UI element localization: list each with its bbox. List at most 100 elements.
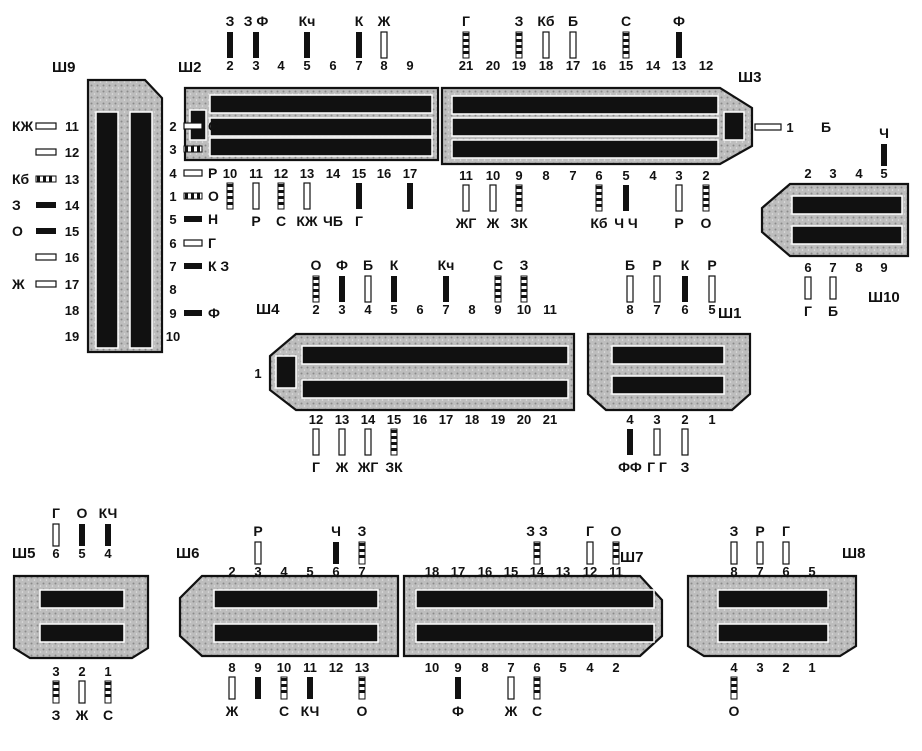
sh2-pin-10-wire xyxy=(226,182,234,210)
sh9-pin-7-number: 7 xyxy=(169,259,176,274)
sh4-label: Ш4 xyxy=(256,301,280,318)
sh4-pin-10-color: З xyxy=(520,257,529,273)
sh8-pin-6-color: Г xyxy=(782,523,790,539)
sh2-pin-5-wire xyxy=(304,32,310,58)
sh2-pin-2-color: З xyxy=(226,13,235,29)
sh4-pin-18-number: 18 xyxy=(465,412,479,427)
sh6-contact-bar-2 xyxy=(213,623,379,643)
sh4-contact-bar-2 xyxy=(301,379,569,399)
sh7-pin-6-wire xyxy=(533,676,541,700)
sh7-pin-7-color: Ж xyxy=(504,703,518,719)
sh1-pin-8-wire xyxy=(626,275,634,303)
sh7-pin-6-number: 6 xyxy=(533,660,540,675)
sh8-pin-7-color: Р xyxy=(755,523,764,539)
sh9-pin-8-number: 8 xyxy=(169,282,176,297)
sh3-pin-3-wire xyxy=(675,184,683,212)
sh6-pin-13-number: 13 xyxy=(355,660,369,675)
sh6-pin-9-wire xyxy=(255,677,261,699)
sh6-pin-3-wire xyxy=(254,541,262,565)
sh7-pin-12-wire xyxy=(586,541,594,565)
sh5-pin-3-number: 3 xyxy=(52,664,59,679)
sh4-pin-2-color: О xyxy=(311,257,322,273)
sh7-contact-bar-2 xyxy=(415,623,655,643)
sh7-pin-4-number: 4 xyxy=(586,660,594,675)
sh9-pin-4-wire xyxy=(183,169,203,177)
sh9-pin-4-color: Р xyxy=(208,165,217,181)
sh6-label: Ш6 xyxy=(176,545,199,562)
sh3-pin-1-wire xyxy=(754,123,782,131)
sh3-contact-bar-3 xyxy=(451,139,719,159)
sh2-label: Ш2 xyxy=(178,59,201,76)
sh9-pin-7-color: К З xyxy=(208,258,229,274)
sh2-pin-7-wire xyxy=(356,32,362,58)
sh10-contact-bar-2 xyxy=(791,225,903,245)
sh5-pin-5-color: О xyxy=(77,505,88,521)
sh3-pin-14-number: 14 xyxy=(646,58,661,73)
sh1-contact-bar-2 xyxy=(611,375,725,395)
sh10-pin-2-number: 2 xyxy=(804,166,811,181)
sh1-pin-7-number: 7 xyxy=(653,302,660,317)
sh2-pin-13-number: 13 xyxy=(300,166,314,181)
sh4-pin-2-number: 2 xyxy=(312,302,319,317)
sh4-pin-12-color: Г xyxy=(312,459,320,475)
sh3-pin-18-number: 18 xyxy=(539,58,553,73)
sh7-pin-10-number: 10 xyxy=(425,660,439,675)
sh3-pin-19-color: З xyxy=(515,13,524,29)
sh5-pin-5-number: 5 xyxy=(78,546,85,561)
sh9-pin-14-number: 14 xyxy=(65,198,80,213)
sh10-contact-bar-1 xyxy=(791,195,903,215)
sh3-pin-3-number: 3 xyxy=(675,168,682,183)
sh7-pin-18-number: 18 xyxy=(425,564,439,579)
sh2-contact-bar-3 xyxy=(209,137,433,157)
sh1-pin-5-number: 5 xyxy=(708,302,715,317)
sh3-pin-15-wire xyxy=(622,31,630,59)
sh2-pin-8-color: Ж xyxy=(377,13,391,29)
sh2-pin-7-number: 7 xyxy=(355,58,362,73)
sh3-pin-1-number: 1 xyxy=(786,120,793,135)
sh4-pin-21-number: 21 xyxy=(543,412,557,427)
sh3-pin-21-wire xyxy=(462,31,470,59)
sh5-pin-2-number: 2 xyxy=(78,664,85,679)
sh2-pin-6-number: 6 xyxy=(329,58,336,73)
sh6-pin-8-number: 8 xyxy=(228,660,235,675)
sh9-pin-13-wire xyxy=(35,175,57,183)
sh3-pin-3-color: Р xyxy=(674,215,683,231)
sh3-pin-21-color: Г xyxy=(462,13,470,29)
sh7-pin-11-color: О xyxy=(611,523,622,539)
sh5-pin-2-wire xyxy=(78,680,86,704)
sh8-pin-7-number: 7 xyxy=(756,564,763,579)
sh2-pin-11-color: Р xyxy=(251,213,260,229)
connector-bodies xyxy=(12,78,910,660)
sh9-pin-5-color: Н xyxy=(208,211,218,227)
sh10-pin-3-number: 3 xyxy=(829,166,836,181)
sh9-pin-6-number: 6 xyxy=(169,236,176,251)
sh1-pin-3-wire xyxy=(653,428,661,456)
sh10-pin-8-number: 8 xyxy=(855,260,862,275)
sh9-contact-bar-2 xyxy=(129,111,153,349)
sh4-pin-19-number: 19 xyxy=(491,412,505,427)
sh2-pin-3-number: 3 xyxy=(252,58,259,73)
sh6-contact-bar-1 xyxy=(213,589,379,609)
sh4-pin-15-number: 15 xyxy=(387,412,401,427)
sh3-pin-7-number: 7 xyxy=(569,168,576,183)
sh4-pin-2-wire xyxy=(312,275,320,303)
sh2-pin-2-wire xyxy=(227,32,233,58)
sh2-contact-bar-2 xyxy=(209,117,433,137)
sh6-pin-8-wire xyxy=(228,676,236,700)
sh2-pin-3-wire xyxy=(253,32,259,58)
sh6-pin-13-color: О xyxy=(357,703,368,719)
sh6-pin-10-number: 10 xyxy=(277,660,291,675)
sh3-pin-5-color: Ч Ч xyxy=(614,215,638,231)
sh8-pin-4-number: 4 xyxy=(730,660,738,675)
sh3-pin-19-wire xyxy=(515,31,523,59)
sh9-pin-7-wire xyxy=(184,263,202,269)
sh9-pin-17-number: 17 xyxy=(65,277,79,292)
sh7-pin-13-number: 13 xyxy=(556,564,570,579)
sh6-pin-13-wire xyxy=(358,676,366,700)
sh3-pin-5-wire xyxy=(623,185,629,211)
sh3-pin-1-color: Б xyxy=(821,119,831,135)
sh10-pin-9-number: 9 xyxy=(880,260,887,275)
sh5-pin-1-wire xyxy=(104,680,112,704)
sh9-pin-6-color: Г xyxy=(208,235,216,251)
